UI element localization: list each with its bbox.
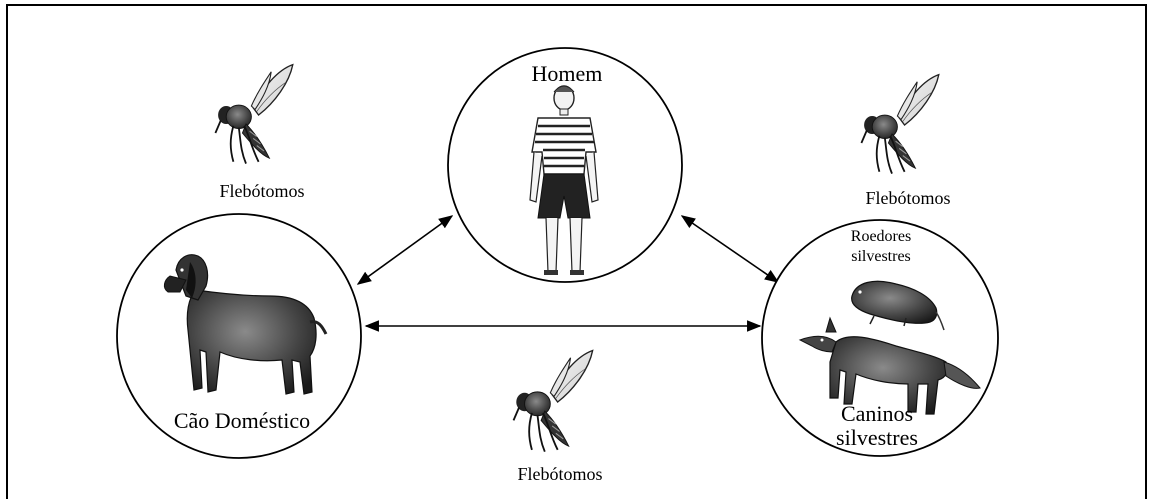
node-wild-rodents-label-line1: Roedores	[846, 229, 916, 246]
vector-sandfly-3	[514, 350, 593, 451]
sandfly-icon	[514, 350, 593, 451]
vector-sandfly-1	[215, 65, 292, 164]
node-man-label: Homem	[522, 62, 612, 85]
node-wild-canines-label-line1: Caninos	[832, 402, 922, 425]
sandfly-icon	[861, 75, 938, 174]
vector-label-1: Flebótomos	[212, 182, 312, 201]
vector-sandfly-2	[861, 75, 938, 174]
edge-dog-man	[358, 216, 452, 284]
edge-man-wild	[682, 216, 778, 282]
node-dog-label: Cão Doméstico	[162, 409, 322, 432]
sandfly-icon	[215, 65, 292, 164]
vector-label-3: Flebótomos	[510, 465, 610, 484]
node-wild-canines-label-line2: silvestres	[832, 426, 922, 449]
vector-label-2: Flebótomos	[858, 189, 958, 208]
node-wild-rodents-label-line2: silvestres	[846, 249, 916, 266]
